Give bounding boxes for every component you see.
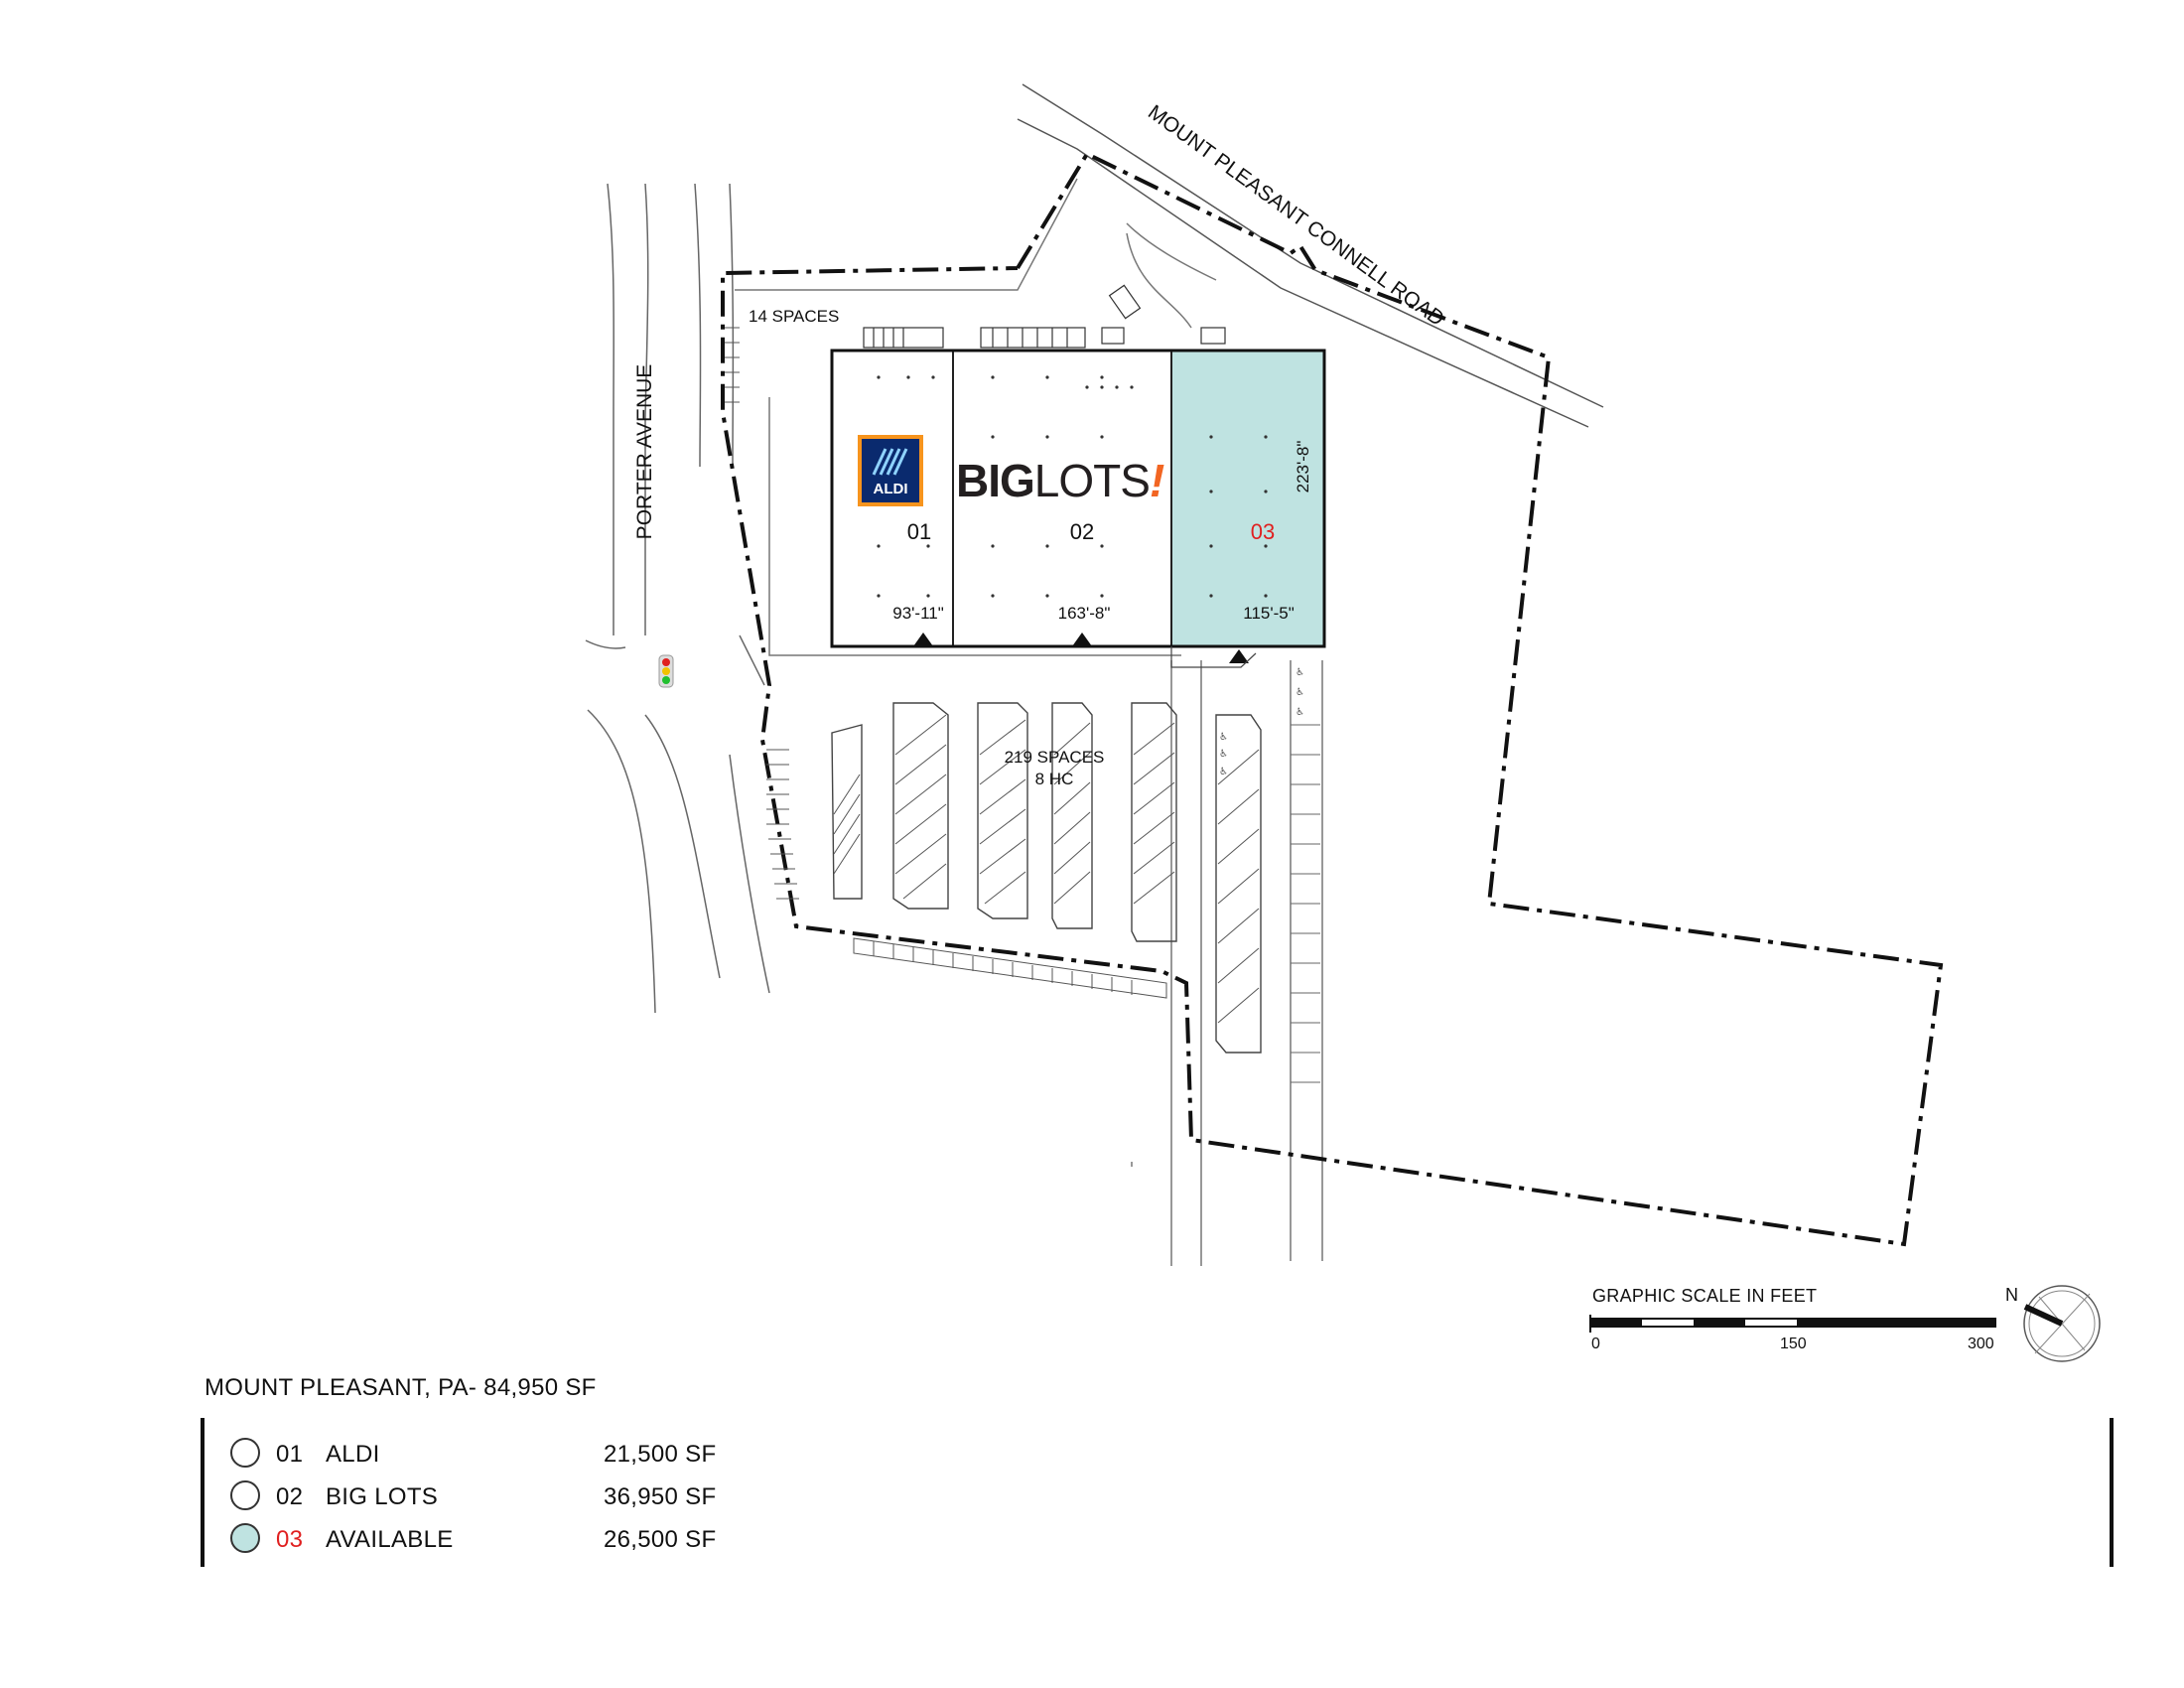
biglots-logo-bang: ! — [1150, 455, 1164, 506]
porter-avenue-label: PORTER AVENUE — [633, 364, 656, 540]
svg-text:BIGLOTS!: BIGLOTS! — [956, 455, 1164, 506]
access-roads — [735, 178, 1323, 1266]
svg-text:♿: ♿ — [1219, 749, 1228, 760]
north-arrow-icon: N — [2005, 1285, 2101, 1362]
scale-tick-300: 300 — [1968, 1336, 1994, 1352]
porter-avenue — [585, 183, 770, 1014]
north-parking-label: 14 SPACES — [749, 307, 839, 326]
west-parking — [725, 327, 799, 900]
aldi-logo: ALDI — [858, 435, 923, 506]
east-parking-stripes — [1291, 724, 1320, 1083]
unit-03-footprint[interactable] — [1170, 350, 1325, 647]
scale-bar — [1589, 1315, 1996, 1333]
svg-text:♿: ♿ — [1296, 667, 1304, 678]
biglots-logo-light: LOTS — [1034, 455, 1150, 506]
unit-02-width: 163'-8" — [1058, 604, 1111, 623]
biglots-logo-bold: BIG — [956, 455, 1034, 506]
connell-road — [1017, 83, 1604, 428]
unit-02-number: 02 — [1070, 519, 1094, 544]
column-grid — [877, 375, 1268, 598]
connell-road-label: MOUNT PLEASANT CONNELL ROAD — [1144, 100, 1448, 331]
unit-03-width: 115'-5" — [1243, 604, 1295, 623]
main-parking-spaces: 219 SPACES — [1005, 748, 1105, 767]
biglots-logo: BIGLOTS! — [956, 455, 1165, 506]
north-label: N — [2005, 1285, 2018, 1305]
entrance-markers — [913, 633, 1249, 663]
property-boundary — [721, 151, 1944, 1247]
unit-03-vestibule — [1170, 646, 1257, 668]
building — [830, 349, 1326, 668]
svg-text:♿: ♿ — [1296, 707, 1304, 718]
svg-text:♿: ♿ — [1219, 732, 1228, 743]
unit-01-width: 93'-11" — [892, 604, 944, 623]
scale-tick-0: 0 — [1591, 1336, 1600, 1352]
hc-symbols: ♿ ♿ ♿ ♿ ♿ ♿ — [1219, 667, 1304, 777]
svg-text:♿: ♿ — [1296, 687, 1304, 698]
svg-text:♿: ♿ — [1219, 767, 1228, 777]
unit-02-footprint — [952, 350, 1172, 647]
unit-03-number: 03 — [1251, 519, 1275, 544]
main-parking-lot — [831, 702, 1262, 1054]
parking-stall-hatching — [833, 714, 1260, 1024]
scale-title: GRAPHIC SCALE IN FEET — [1592, 1286, 1818, 1306]
building-depth: 223'-8" — [1294, 441, 1312, 493]
main-parking-hc: 8 HC — [1035, 770, 1074, 788]
traffic-light — [658, 654, 674, 688]
unit-01-number: 01 — [907, 519, 931, 544]
scale-tick-150: 150 — [1780, 1336, 1807, 1352]
north-parking — [863, 284, 1226, 349]
aldi-logo-text: ALDI — [874, 481, 908, 497]
south-parking — [853, 937, 1167, 999]
